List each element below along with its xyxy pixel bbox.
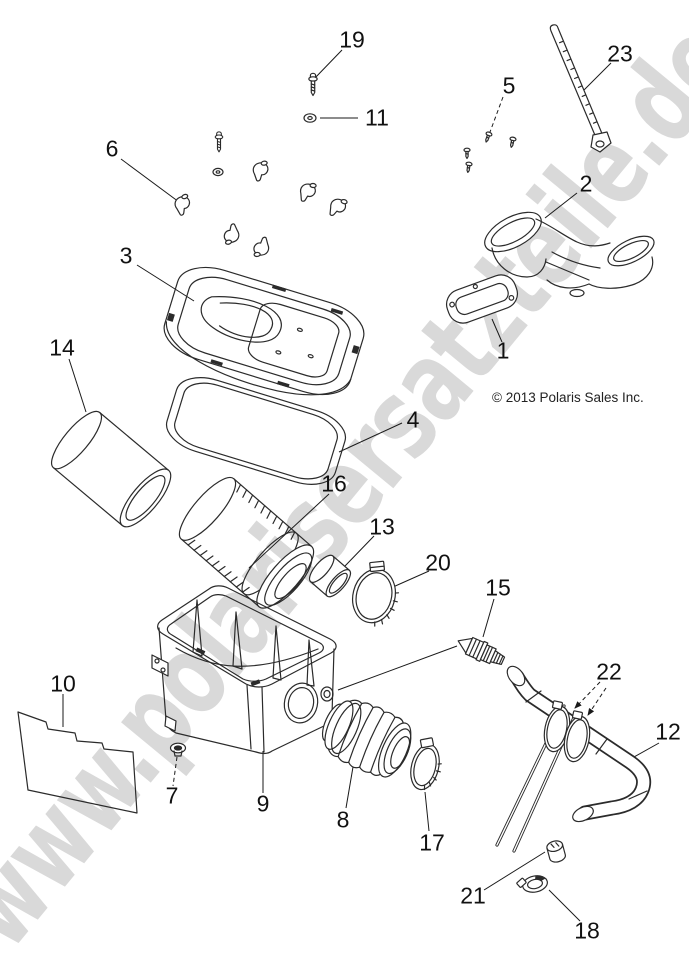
part-18-clamp-nut [516, 875, 548, 893]
part-1-gasket [445, 274, 519, 324]
part-14-foam-tube [51, 410, 172, 528]
leader-13 [344, 535, 375, 567]
part-15-sensor [457, 636, 506, 666]
leader-23 [583, 62, 612, 91]
part-11-washer [303, 113, 317, 123]
leader-21 [483, 851, 546, 891]
part-8-intake-boot [321, 699, 412, 778]
leader-19 [313, 49, 343, 80]
leader-7 [172, 756, 178, 787]
part-16-air-filter [178, 476, 315, 609]
part-13-adapter-ring [308, 554, 352, 598]
part-21-spacer [546, 840, 566, 863]
leader-18 [548, 889, 581, 922]
leader-12 [633, 742, 660, 758]
leader-17 [424, 791, 430, 832]
leader-5 [489, 96, 504, 133]
exploded-diagram-canvas [17, 24, 660, 922]
leader-20 [392, 570, 430, 588]
part-3-airbox-cover [155, 258, 370, 412]
leader-15-to-box [337, 645, 458, 691]
part-10-plate [17, 711, 138, 814]
part-7-drain-plug [169, 742, 187, 757]
part-23-strap [549, 24, 612, 153]
leader-6 [120, 158, 180, 203]
part-6-clamps [172, 160, 349, 258]
leader-8 [345, 766, 354, 809]
leader-14 [68, 358, 87, 413]
leader-2 [544, 192, 578, 219]
small-screw [214, 131, 224, 153]
leader-lines [62, 49, 660, 922]
part-20-hose-clamp [352, 560, 400, 627]
leader-22b [587, 687, 607, 716]
small-washer [212, 167, 224, 177]
leader-15 [482, 598, 495, 638]
leader-22a [574, 681, 601, 709]
part-12-vent-hose [506, 665, 652, 823]
part-9-airbox-body [151, 585, 337, 754]
leader-16 [248, 493, 330, 569]
part-4-cover-seal [161, 370, 351, 492]
leader-4 [338, 422, 403, 453]
leader-3 [136, 264, 195, 302]
part-17-hose-clamp [410, 737, 442, 791]
leader-1 [491, 318, 503, 343]
part-19-screw [308, 72, 318, 97]
copyright-text: © 2013 Polaris Sales Inc. [492, 390, 644, 405]
part-2-intake-duct [484, 211, 655, 298]
part-5-screws [463, 130, 517, 174]
